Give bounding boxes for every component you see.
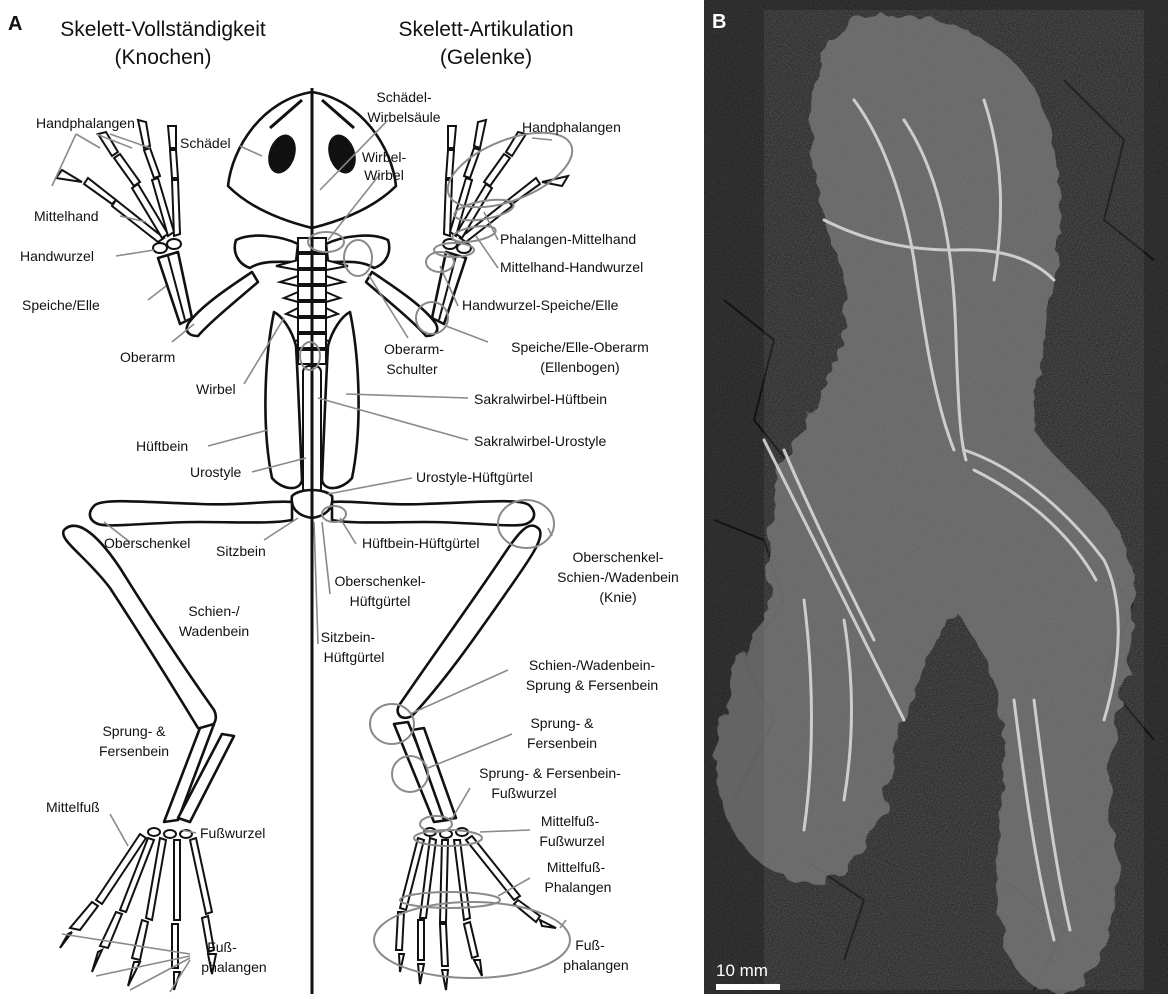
label-oberarm-schulter-1: Oberarm- bbox=[384, 341, 444, 357]
label-oberschenkel-hueftguertel-2: Hüftgürtel bbox=[350, 593, 411, 609]
left-foot bbox=[60, 828, 216, 990]
label-mittelfuss-fusswurzel-2: Fußwurzel bbox=[539, 833, 604, 849]
label-sitzbein-hueftguertel-2: Hüftgürtel bbox=[324, 649, 385, 665]
label-schaedel-wirbelsaeule-2: Wirbelsäule bbox=[367, 109, 440, 125]
label-sprung-fersenbein-1: Sprung- & bbox=[530, 715, 594, 731]
left-heading-line1: Skelett-Vollständigkeit bbox=[60, 18, 266, 41]
right-heading-line2: (Gelenke) bbox=[440, 46, 532, 69]
label-handwurzel: Handwurzel bbox=[20, 248, 94, 264]
label-knie-1: Oberschenkel- bbox=[572, 549, 663, 565]
right-femur bbox=[332, 501, 534, 525]
left-humerus bbox=[187, 272, 258, 336]
label-wirbel-wirbel-2: Wirbel bbox=[364, 167, 404, 183]
panel-b-fossil-photo: B 10 mm bbox=[704, 0, 1168, 994]
label-fusswurzel: Fußwurzel bbox=[200, 825, 265, 841]
label-fussphalangen-right-2: phalangen bbox=[563, 957, 628, 973]
label-handwurzel-speiche: Handwurzel-Speiche/Elle bbox=[462, 297, 619, 313]
label-hueftbein-hueftguertel: Hüftbein-Hüftgürtel bbox=[362, 535, 480, 551]
label-sakral-hueftbein: Sakralwirbel-Hüftbein bbox=[474, 391, 607, 407]
label-schienbein-2: Wadenbein bbox=[179, 623, 249, 639]
label-mittelfuss-phalangen-1: Mittelfuß- bbox=[547, 859, 606, 875]
left-femur bbox=[90, 501, 292, 525]
label-ellenbogen-2: (Ellenbogen) bbox=[540, 359, 619, 375]
fossil-texture bbox=[764, 10, 1144, 990]
label-sprungbein-1: Sprung- & bbox=[102, 723, 166, 739]
scale-bar-line bbox=[716, 984, 780, 990]
label-oberschenkel-hueftguertel-1: Oberschenkel- bbox=[334, 573, 425, 589]
label-fussphalangen-left-2: phalangen bbox=[201, 959, 266, 975]
label-phalangen-mittelhand: Phalangen-Mittelhand bbox=[500, 231, 636, 247]
label-handphalangen-right: Handphalangen bbox=[522, 119, 621, 135]
label-mittelhand: Mittelhand bbox=[34, 208, 99, 224]
label-speiche-elle: Speiche/Elle bbox=[22, 297, 100, 313]
label-mittelhand-handwurzel: Mittelhand-Handwurzel bbox=[500, 259, 643, 275]
label-knie-3: (Knie) bbox=[599, 589, 636, 605]
label-mittelfuss-fusswurzel-1: Mittelfuß- bbox=[541, 813, 600, 829]
panel-a-letter: A bbox=[8, 13, 22, 35]
label-sprung-fusswurzel-1: Sprung- & Fersenbein- bbox=[479, 765, 621, 781]
fossil-photo-svg: B 10 mm bbox=[704, 0, 1168, 994]
label-schien-sprung-1: Schien-/Wadenbein- bbox=[529, 657, 656, 673]
label-sprungbein-2: Fersenbein bbox=[99, 743, 169, 759]
label-sprung-fusswurzel-2: Fußwurzel bbox=[491, 785, 556, 801]
left-heading-line2: (Knochen) bbox=[115, 46, 212, 69]
label-ellenbogen-1: Speiche/Elle-Oberarm bbox=[511, 339, 649, 355]
label-sitzbein-hueftguertel-1: Sitzbein- bbox=[321, 629, 376, 645]
label-schaedel-wirbelsaeule-1: Schädel- bbox=[376, 89, 432, 105]
label-schaedel: Schädel bbox=[180, 135, 231, 151]
panel-b-letter: B bbox=[712, 11, 726, 33]
label-wirbel: Wirbel bbox=[196, 381, 236, 397]
label-sakral-urostyle: Sakralwirbel-Urostyle bbox=[474, 433, 606, 449]
skeleton-diagram-svg: A Skelett-Vollständigkeit (Knochen) Skel… bbox=[0, 0, 704, 994]
label-schien-sprung-2: Sprung & Fersenbein bbox=[526, 677, 658, 693]
left-labels: Handphalangen Schädel Mittelhand Handwur… bbox=[20, 115, 267, 975]
left-hand bbox=[56, 120, 181, 253]
label-oberschenkel: Oberschenkel bbox=[104, 535, 190, 551]
label-urostyle-hueftguertel: Urostyle-Hüftgürtel bbox=[416, 469, 533, 485]
label-schienbein-1: Schien-/ bbox=[188, 603, 239, 619]
label-knie-2: Schien-/Wadenbein bbox=[557, 569, 679, 585]
label-handphalangen-left: Handphalangen bbox=[36, 115, 135, 131]
label-mittelfuss-phalangen-2: Phalangen bbox=[545, 879, 612, 895]
label-oberarm-schulter-2: Schulter bbox=[386, 361, 438, 377]
right-heading-line1: Skelett-Artikulation bbox=[398, 18, 573, 41]
right-radioulna bbox=[432, 252, 466, 324]
right-tibiofibula bbox=[398, 526, 541, 718]
label-mittelfuss: Mittelfuß bbox=[46, 799, 100, 815]
label-sitzbein: Sitzbein bbox=[216, 543, 266, 559]
label-urostyle: Urostyle bbox=[190, 464, 242, 480]
panel-a-skeleton-diagram: A Skelett-Vollständigkeit (Knochen) Skel… bbox=[0, 0, 704, 994]
scale-bar-label: 10 mm bbox=[716, 961, 768, 980]
label-wirbel-wirbel-1: Wirbel- bbox=[362, 149, 407, 165]
label-fussphalangen-left-1: Fuß- bbox=[207, 939, 237, 955]
label-sprung-fersenbein-2: Fersenbein bbox=[527, 735, 597, 751]
label-oberarm: Oberarm bbox=[120, 349, 175, 365]
label-fussphalangen-right-1: Fuß- bbox=[575, 937, 605, 953]
label-hueftbein: Hüftbein bbox=[136, 438, 188, 454]
